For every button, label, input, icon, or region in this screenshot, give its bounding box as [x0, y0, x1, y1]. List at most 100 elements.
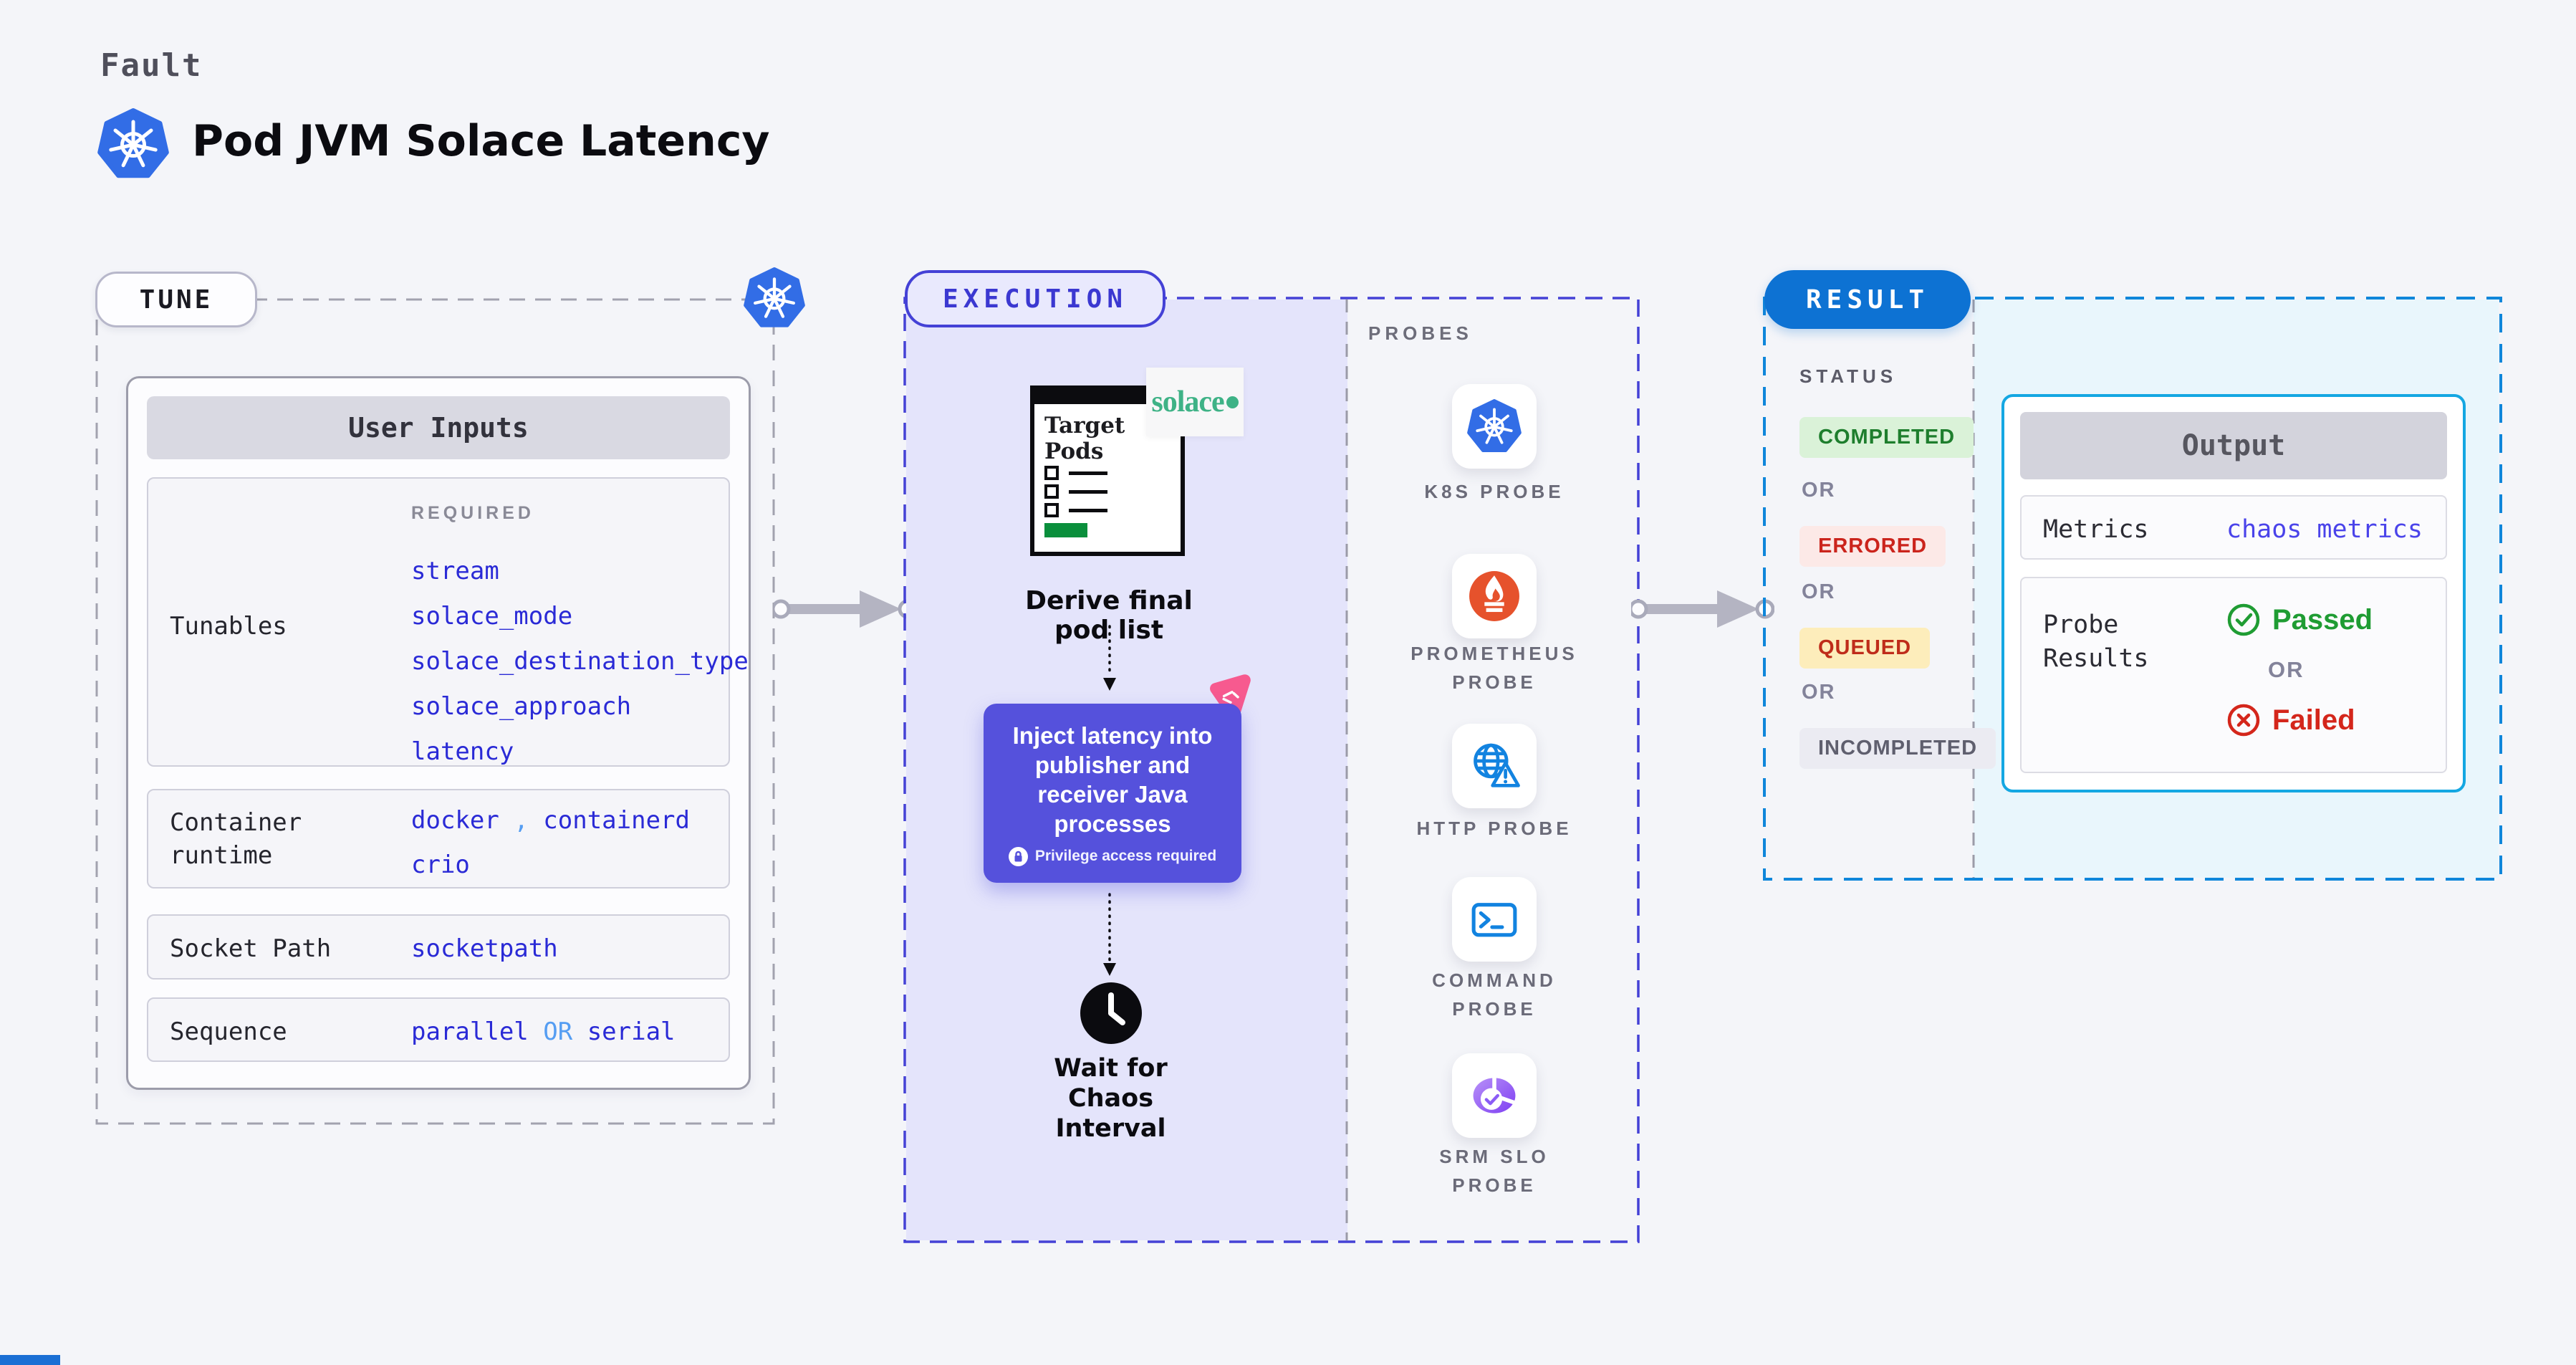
- status-badge-completed: COMPLETED: [1799, 417, 1974, 458]
- srm-slo-probe-icon: [1473, 1074, 1516, 1113]
- solace-logo: solace: [1146, 368, 1244, 436]
- required-label: REQUIRED: [411, 503, 534, 523]
- dotted-arrow-down-icon: [1103, 893, 1116, 976]
- kubernetes-logo-icon: [97, 107, 169, 184]
- output-header: Output: [2020, 412, 2447, 479]
- execution-dashed-border: [903, 297, 1640, 1243]
- tunable-field-solace-approach: solace_approach: [411, 692, 632, 721]
- tune-badge: TUNE: [95, 272, 257, 327]
- or-separator: OR: [1802, 479, 1836, 502]
- clock-icon: [1078, 980, 1144, 1050]
- bottom-left-accent-bar: [0, 1355, 60, 1365]
- probe-label-command: COMMAND PROBE: [1432, 969, 1557, 1020]
- probe-card-k8s: [1452, 384, 1537, 469]
- pod-list-item: [1044, 484, 1107, 499]
- passed-check-icon: [2227, 603, 2260, 636]
- prometheus-probe-icon: [1469, 571, 1519, 621]
- probe-label-srm-slo: SRM SLO PROBE: [1439, 1146, 1549, 1196]
- sequence-value-serial: serial: [587, 1017, 676, 1046]
- runtime-value-containerd: containerd: [543, 806, 690, 835]
- tunable-field-solace-destination-type: solace_destination_type: [411, 647, 749, 676]
- execution-badge: EXECUTION: [905, 270, 1166, 327]
- pod-list-item: [1044, 466, 1107, 480]
- tune-dashed-border: [95, 298, 775, 1125]
- passed-result: Passed: [2226, 603, 2373, 637]
- checkbox-icon: [1044, 484, 1059, 499]
- tunables-row: Tunables REQUIRED stream solace_mode sol…: [147, 477, 749, 767]
- checkbox-icon: [1044, 503, 1059, 517]
- passed-label: Passed: [2272, 603, 2373, 636]
- arrow-tune-to-execution: [774, 590, 917, 628]
- runtime-value-crio: crio: [411, 851, 470, 879]
- failed-result: Failed: [2226, 703, 2373, 737]
- result-badge: RESULT: [1764, 270, 1971, 329]
- arrow-execution-to-result: [1631, 590, 1774, 628]
- probes-section-label: PROBES: [1368, 322, 1473, 344]
- metrics-row: Metrics chaos metrics: [2020, 495, 2447, 560]
- status-badge-errored: ERRORED: [1799, 526, 1946, 567]
- pod-list-item: [1044, 503, 1107, 517]
- or-separator: OR: [1802, 580, 1836, 603]
- inject-latency-text: Inject latency into publisher and receiv…: [1012, 722, 1213, 837]
- socket-path-row: Socket Path socketpath: [147, 914, 730, 980]
- sequence-label: Sequence: [170, 1017, 287, 1046]
- failed-label: Failed: [2272, 704, 2355, 736]
- status-badge-queued: QUEUED: [1799, 628, 1931, 669]
- status-badge-incompleted: INCOMPLETED: [1799, 728, 1996, 769]
- dotted-arrow-down-icon: [1103, 625, 1116, 691]
- probe-results-row: Probe Results Passed OR Failed: [2020, 577, 2447, 773]
- user-inputs-header: User Inputs: [147, 396, 730, 459]
- probe-card-command: [1452, 877, 1537, 962]
- result-status-divider: [1972, 300, 1975, 878]
- failed-x-icon: [2227, 704, 2260, 737]
- solace-logo-dot-icon: [1226, 396, 1239, 408]
- checkbox-icon: [1044, 466, 1059, 480]
- probe-label-k8s: K8S PROBE: [1424, 481, 1565, 502]
- list-line: [1069, 489, 1107, 494]
- user-inputs-card: User Inputs Tunables REQUIRED stream sol…: [126, 376, 751, 1090]
- result-dashed-border: [1763, 297, 2502, 881]
- sequence-or: OR: [543, 1017, 573, 1046]
- http-probe-icon: [1474, 743, 1520, 787]
- page-title: Pod JVM Solace Latency: [192, 116, 770, 166]
- probe-card-srm-slo: [1452, 1053, 1537, 1138]
- or-separator: OR: [1802, 681, 1836, 704]
- tunable-field-latency: latency: [411, 737, 514, 766]
- wait-for-chaos-interval-label: Wait for Chaos Interval: [1054, 1054, 1168, 1143]
- probe-results-label: Probe Results: [2043, 610, 2149, 673]
- target-pods-title: Target Pods: [1044, 413, 1125, 464]
- probe-label-prometheus: PROMETHEUS PROBE: [1410, 643, 1578, 693]
- privilege-note-row: Privilege access required: [1008, 846, 1217, 866]
- metrics-label: Metrics: [2043, 515, 2149, 544]
- socket-path-value: socketpath: [411, 934, 558, 963]
- status-label: STATUS: [1799, 365, 1898, 387]
- runtime-separator: ,: [514, 806, 529, 835]
- tunables-label: Tunables: [170, 612, 287, 641]
- tunable-field-solace-mode: solace_mode: [411, 602, 573, 631]
- tunable-field-stream: stream: [411, 557, 499, 585]
- probe-label-http: HTTP PROBE: [1416, 818, 1572, 839]
- probe-card-http: [1452, 724, 1537, 808]
- sequence-value-parallel: parallel: [411, 1017, 529, 1046]
- solace-logo-text: solace: [1151, 385, 1224, 418]
- lock-icon: [1008, 846, 1028, 866]
- list-line: [1069, 508, 1107, 512]
- runtime-value-docker: docker: [411, 806, 499, 835]
- k8s-probe-icon: [1467, 399, 1522, 452]
- container-runtime-label: Container runtime: [170, 808, 302, 870]
- inject-latency-box: Inject latency into publisher and receiv…: [984, 704, 1241, 883]
- tune-kubernetes-icon: [744, 267, 805, 333]
- page-eyebrow: Fault: [100, 47, 203, 84]
- privilege-note: Privilege access required: [1034, 848, 1217, 864]
- container-runtime-row: Container runtime docker , containerd cr…: [147, 789, 730, 889]
- execution-probes-divider: [1345, 300, 1348, 1240]
- sequence-row: Sequence parallel OR serial: [147, 997, 730, 1062]
- socket-path-label: Socket Path: [170, 934, 332, 963]
- output-card: Output Metrics chaos metrics Probe Resul…: [2001, 394, 2466, 792]
- metrics-value: chaos metrics: [2226, 515, 2423, 544]
- or-separator: OR: [2268, 657, 2305, 682]
- command-probe-icon: [1471, 903, 1517, 937]
- list-line: [1069, 471, 1107, 475]
- probe-card-prometheus: [1452, 554, 1537, 638]
